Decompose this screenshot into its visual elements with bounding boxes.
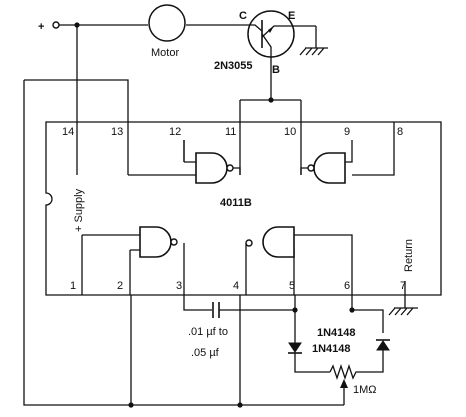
diode-left-wire: [294, 330, 330, 373]
pin-12-label: 12: [169, 126, 181, 138]
pin-4-label: 4: [233, 280, 239, 292]
pin-3-label: 3: [176, 280, 182, 292]
base-label: B: [272, 64, 280, 76]
transistor-part-label: 2N3055: [214, 60, 253, 72]
diode-left-label: 1N4148: [312, 343, 351, 355]
diode-left: [288, 342, 302, 354]
junction-base: [268, 97, 274, 103]
left-feedback-wire: [23, 80, 131, 406]
pin-6-label: 6: [344, 280, 350, 292]
collector-label: C: [239, 10, 247, 22]
pin-5-label: 5: [289, 280, 295, 292]
gate-d-wiring: [245, 234, 353, 295]
junction-pin6: [349, 307, 355, 313]
pin-9-label: 9: [344, 126, 350, 138]
supply-pin-label: + Supply: [73, 188, 85, 232]
nand-gate-upper-left: [195, 152, 234, 184]
pin-7-label: 7: [400, 280, 406, 292]
pin-13-label: 13: [111, 126, 123, 138]
capacitor: [212, 302, 220, 318]
diode-right: [376, 339, 390, 351]
nand-gate-upper-right: [307, 152, 346, 184]
nand-gate-lower-right: [245, 226, 295, 258]
motor: [148, 4, 186, 42]
supply-terminal-label: +: [38, 21, 44, 33]
return-pin-label: Return: [403, 239, 415, 272]
potentiometer-label: 1MΩ: [353, 384, 377, 396]
diode-right-wire: [358, 350, 384, 373]
return-ground: [388, 281, 418, 316]
gate-b-wiring: [300, 122, 395, 176]
pin-14-label: 14: [62, 126, 74, 138]
emitter-ground: [299, 26, 328, 56]
junction-bottom-2: [237, 402, 243, 408]
pin-1-label: 1: [70, 280, 76, 292]
pin-10-label: 10: [284, 126, 296, 138]
junction-bottom-1: [128, 402, 134, 408]
diode-right-label: 1N4148: [317, 327, 356, 339]
pin-2-label: 2: [117, 280, 123, 292]
motor-label: Motor: [151, 47, 179, 59]
ic-part-label: 4011B: [220, 197, 252, 209]
emitter-label: E: [288, 10, 295, 22]
ic-outline: [45, 121, 442, 296]
supply-terminal: [52, 21, 60, 29]
capacitor-value-line1: .01 µf to: [188, 326, 228, 338]
transistor-2n3055: [246, 10, 316, 70]
gate-c-wiring: [81, 234, 185, 295]
potentiometer: [329, 363, 358, 405]
pin6-wire: [351, 295, 384, 333]
pin13-loop: [24, 79, 129, 175]
pin3-wire: [183, 295, 212, 311]
pin-8-label: 8: [397, 126, 403, 138]
pin-11-label: 11: [225, 126, 236, 138]
capacitor-value-line2: .05 µf: [191, 347, 220, 359]
nand-gate-lower-left: [139, 226, 178, 258]
